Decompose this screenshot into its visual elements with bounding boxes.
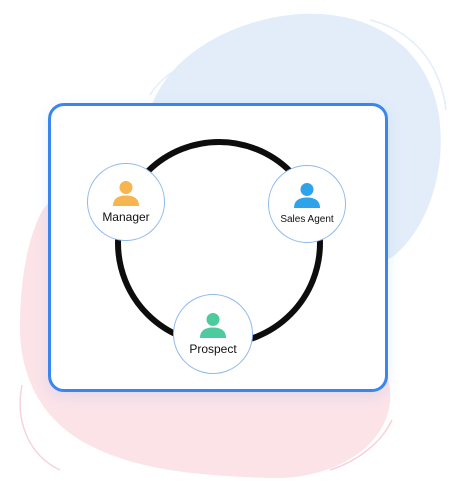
manager-node[interactable]: Manager [87,163,165,241]
blue-outline-arc-right [369,19,447,111]
prospect-node[interactable]: Prospect [173,294,253,374]
pink-outline-arc [19,384,61,471]
person-icon [294,183,320,208]
person-icon [200,313,226,338]
blue-outline-arc-top [149,51,231,96]
pink-outline-arc-bottom [329,419,393,471]
manager-label: Manager [102,210,150,224]
prospect-label: Prospect [189,342,237,356]
sales-agent-node[interactable]: Sales Agent [268,165,346,243]
person-icon [113,181,139,206]
sales-agent-label: Sales Agent [280,214,334,225]
